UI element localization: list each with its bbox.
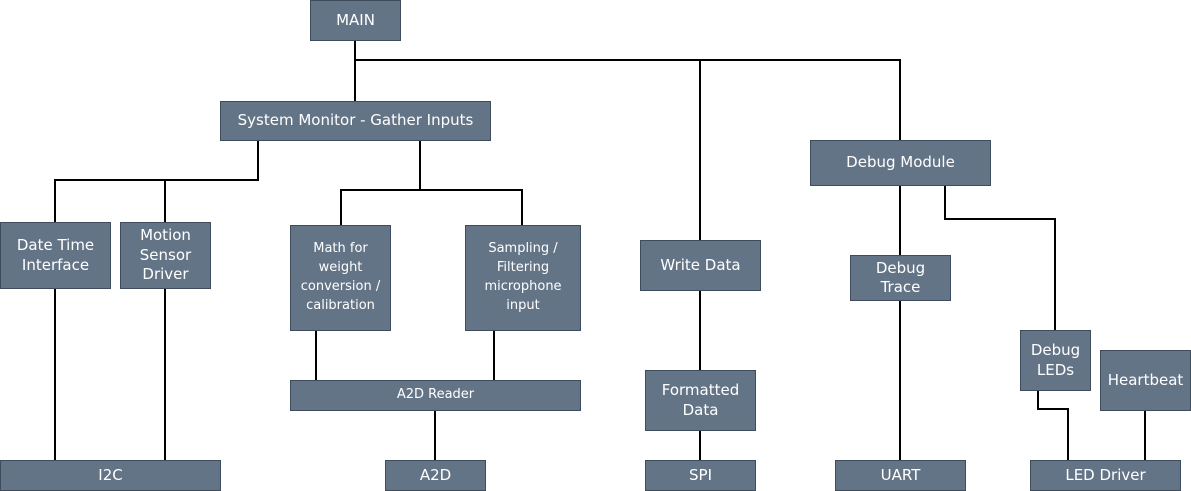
connector-sysmon-right bbox=[340, 141, 421, 225]
connector-sysmon-left bbox=[54, 141, 259, 222]
node-a2d-reader: A2D Reader bbox=[290, 380, 581, 411]
node-system-monitor: System Monitor - Gather Inputs bbox=[220, 101, 491, 141]
node-heartbeat: Heartbeat bbox=[1100, 350, 1191, 411]
node-motion-sensor-driver: Motion Sensor Driver bbox=[120, 222, 211, 289]
node-math-weight: Math for weight conversion / calibration bbox=[290, 225, 391, 331]
node-main: MAIN bbox=[310, 0, 401, 41]
connector-debug-leds bbox=[944, 185, 1056, 330]
node-uart: UART bbox=[835, 460, 966, 491]
connector-main-bus bbox=[354, 40, 901, 140]
node-spi: SPI bbox=[645, 460, 756, 491]
connector-sysmon-sampling bbox=[420, 189, 523, 225]
node-a2d: A2D bbox=[385, 460, 486, 491]
node-debug-module: Debug Module bbox=[810, 140, 991, 186]
node-write-data: Write Data bbox=[640, 240, 761, 291]
node-i2c: I2C bbox=[0, 460, 221, 491]
connector-leds-driver bbox=[1037, 390, 1069, 460]
node-sampling-filtering: Sampling / Filtering microphone input bbox=[465, 225, 581, 331]
node-formatted-data: Formatted Data bbox=[645, 370, 756, 431]
node-debug-leds: Debug LEDs bbox=[1020, 330, 1091, 391]
node-date-time-interface: Date Time Interface bbox=[0, 222, 111, 289]
node-debug-trace: Debug Trace bbox=[850, 255, 951, 301]
node-led-driver: LED Driver bbox=[1030, 460, 1181, 491]
